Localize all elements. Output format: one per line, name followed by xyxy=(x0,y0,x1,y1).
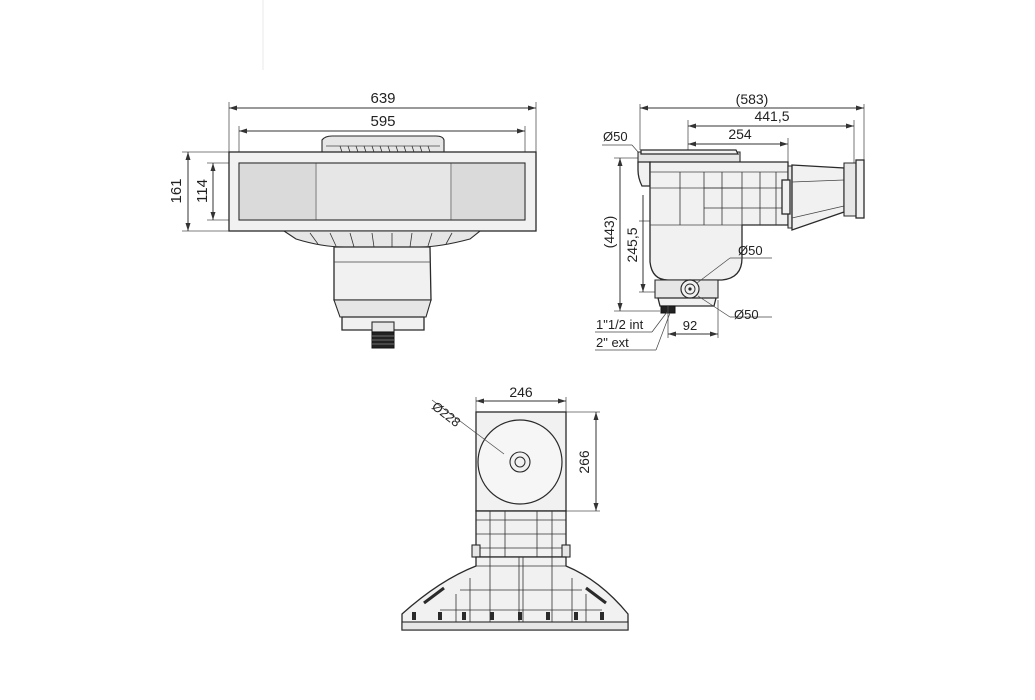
dim-overall-height-side: (443) xyxy=(601,157,660,312)
label-161: 161 xyxy=(168,178,185,203)
label-441-5: 441,5 xyxy=(754,108,789,124)
dim-inner-width: 595 xyxy=(238,113,526,152)
label-114: 114 xyxy=(194,179,211,203)
label-thread-ext: 2" ext xyxy=(596,335,629,350)
top-view: 246 266 Ø228 xyxy=(401,384,629,631)
dim-outlet-offset: 92 xyxy=(667,300,719,338)
label-thread-int: 1"1/2 int xyxy=(596,317,644,332)
leader-side-pipe: Ø50 xyxy=(697,295,772,322)
dim-body-height-side: 245,5 xyxy=(624,195,655,293)
label-254: 254 xyxy=(728,126,752,142)
label-245-5: 245,5 xyxy=(624,227,640,262)
front-view: 639 595 161 114 xyxy=(168,90,537,349)
label-bottom-dia: Ø50 xyxy=(738,243,763,258)
label-228: Ø228 xyxy=(429,399,463,430)
label-443: (443) xyxy=(601,216,617,249)
leader-thread: 1"1/2 int 2" ext xyxy=(595,311,671,351)
label-top-dia: Ø50 xyxy=(603,129,628,144)
label-583: (583) xyxy=(736,91,769,107)
dim-overall-height: 161 xyxy=(168,151,229,232)
dim-top-width: 246 xyxy=(475,384,567,412)
dim-overall-length: (583) xyxy=(639,91,865,160)
label-246: 246 xyxy=(509,384,533,400)
label-639: 639 xyxy=(370,90,395,107)
leader-bottom-pipe: Ø50 xyxy=(696,243,772,284)
label-side-dia: Ø50 xyxy=(734,307,759,322)
dim-top-depth: 266 xyxy=(566,411,600,512)
label-92: 92 xyxy=(683,318,697,333)
dim-overall-width: 639 xyxy=(228,90,537,152)
side-view: (583) 441,5 254 Ø50 xyxy=(595,91,865,351)
dim-body-length: 441,5 xyxy=(687,108,855,164)
dim-bowl-length: 254 xyxy=(688,126,789,165)
label-595: 595 xyxy=(370,113,395,130)
label-266: 266 xyxy=(576,450,592,474)
